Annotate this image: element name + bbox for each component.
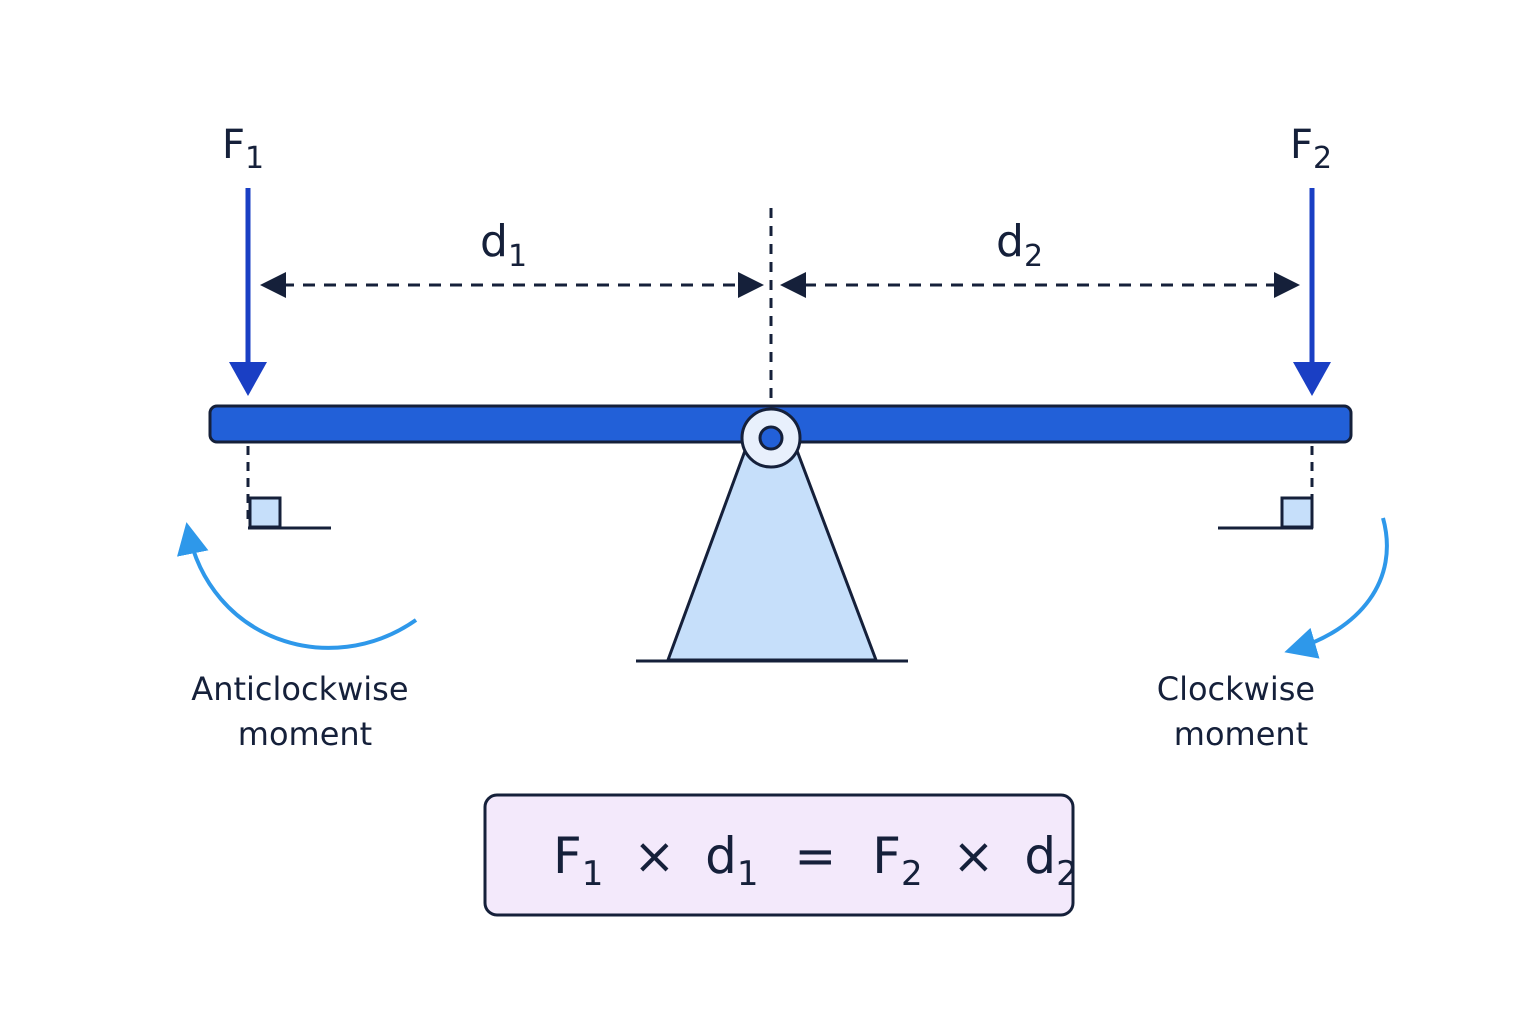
d1-left-arrowhead — [260, 272, 286, 298]
moment-balance-equation: F1 × d1 = F2 × d2 — [553, 827, 1078, 897]
distance-d1-label: d1 — [480, 216, 527, 274]
anticlockwise-caption: Anticlockwise moment — [191, 670, 418, 753]
force-f1-label: F1 — [222, 122, 264, 176]
left-right-angle-marker — [246, 446, 331, 530]
pivot-pin — [758, 425, 784, 451]
fulcrum-support — [666, 446, 878, 662]
distance-d2-label: d2 — [996, 216, 1043, 274]
clockwise-moment-arrow — [1284, 517, 1389, 659]
force-f1-arrow — [229, 188, 267, 396]
distance-d2-dimension — [780, 272, 1300, 298]
right-right-angle-marker — [1218, 446, 1314, 530]
force-f2-label: F2 — [1290, 122, 1332, 176]
anticlockwise-moment-arrow — [177, 522, 418, 650]
equation-box — [483, 793, 1075, 917]
d1-right-arrowhead — [738, 272, 764, 298]
d2-left-arrowhead — [780, 272, 806, 298]
d2-right-arrowhead — [1274, 272, 1300, 298]
distance-d1-dimension — [260, 272, 764, 298]
clockwise-caption: Clockwise moment — [1157, 670, 1326, 753]
force-f2-arrow — [1293, 188, 1331, 396]
